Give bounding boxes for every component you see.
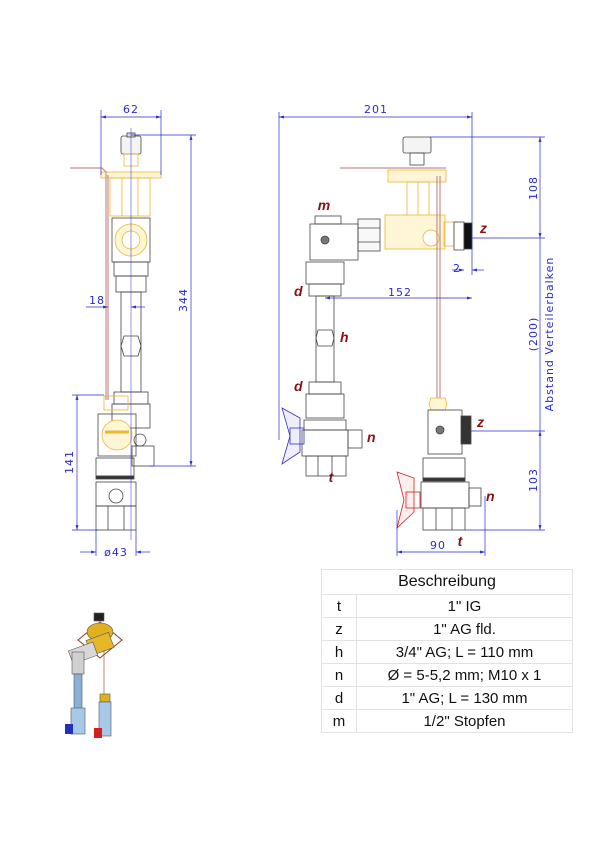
label-z-top: z <box>479 220 487 236</box>
label-h: h <box>340 329 349 345</box>
table-row: h 3/4" AG; L = 110 mm <box>321 640 573 664</box>
dimension-2: 2 <box>453 262 461 275</box>
row-key: h <box>321 640 357 664</box>
row-value: 1" AG fld. <box>356 617 573 641</box>
label-n-left: n <box>367 429 376 445</box>
row-value: 1" AG; L = 130 mm <box>356 686 573 710</box>
table-row: t 1" IG <box>321 594 573 618</box>
row-value: 1/2" Stopfen <box>356 709 573 733</box>
dimension-diameter-43: ø43 <box>104 546 128 559</box>
row-value: Ø = 5-5,2 mm; M10 x 1 <box>356 663 573 687</box>
dimension-103: 103 <box>527 468 540 492</box>
table-row: d 1" AG; L = 130 mm <box>321 686 573 710</box>
dimension-62: 62 <box>123 103 139 116</box>
row-key: n <box>321 663 357 687</box>
front-view <box>70 128 162 540</box>
label-d-lower: d <box>294 378 303 394</box>
row-key: t <box>321 594 357 618</box>
label-m: m <box>318 197 330 213</box>
dimension-141: 141 <box>63 450 76 474</box>
label-z-bottom: z <box>476 414 484 430</box>
row-key: d <box>321 686 357 710</box>
isometric-thumbnail <box>65 612 123 738</box>
side-dimensions <box>278 112 545 556</box>
dimension-200: (200) <box>527 317 540 352</box>
row-key: m <box>321 709 357 733</box>
side-view <box>281 136 482 531</box>
table-row: m 1/2" Stopfen <box>321 709 573 733</box>
row-key: z <box>321 617 357 641</box>
row-value: 1" IG <box>356 594 573 618</box>
row-value: 3/4" AG; L = 110 mm <box>356 640 573 664</box>
dimension-90: 90 <box>430 539 446 552</box>
distance-label: Abstand Verteilerbalken <box>543 257 556 412</box>
label-t-left: t <box>329 469 335 485</box>
dimension-152: 152 <box>388 286 412 299</box>
dimension-108: 108 <box>527 176 540 200</box>
front-dimensions <box>72 110 196 556</box>
label-t-right: t <box>458 533 464 549</box>
dimension-18: 18 <box>89 294 105 307</box>
dimension-201: 201 <box>364 103 388 116</box>
table-row: z 1" AG fld. <box>321 617 573 641</box>
label-d-upper: d <box>294 283 303 299</box>
table-row: n Ø = 5-5,2 mm; M10 x 1 <box>321 663 573 687</box>
description-table: Beschreibung t 1" IG z 1" AG fld. h 3/4"… <box>321 569 573 733</box>
table-header: Beschreibung <box>321 569 573 595</box>
label-n-right: n <box>486 488 495 504</box>
dimension-344: 344 <box>177 288 190 312</box>
